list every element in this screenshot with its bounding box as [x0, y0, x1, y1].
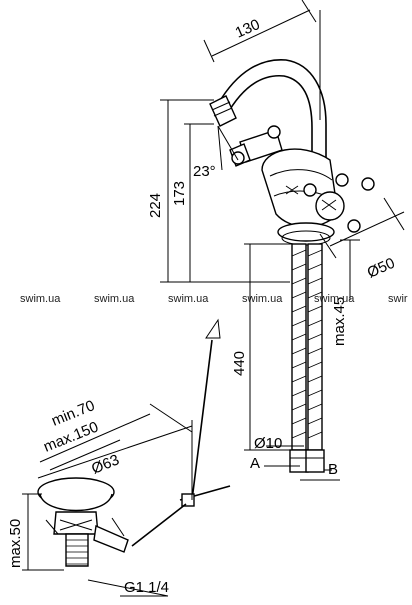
label-spout-angle: 23° — [193, 163, 216, 180]
label-height-spout: 173 — [171, 181, 188, 206]
label-hose-diameter: Ø10 — [254, 435, 282, 452]
label-height-total: 224 — [147, 193, 164, 218]
waste-plug — [37, 477, 129, 567]
label-hose-length: 440 — [231, 351, 248, 376]
watermark-1: swim.ua — [20, 293, 61, 305]
right-cross-handle — [303, 173, 375, 233]
watermark-2: swim.ua — [94, 293, 135, 305]
watermark-4: swim.ua — [242, 293, 283, 305]
watermark-3: swim.ua — [168, 293, 209, 305]
label-connector-a: A — [250, 455, 260, 472]
label-base-diameter: Ø50 — [365, 255, 398, 282]
dimension-lines-faucet — [160, 0, 405, 481]
faucet-spout — [209, 59, 327, 170]
watermark-6: swir — [388, 293, 408, 305]
label-width-top: 130 — [233, 16, 263, 42]
supply-hoses — [289, 243, 325, 473]
drain-rod — [131, 318, 231, 547]
label-max-thickness: max.45 — [331, 297, 348, 346]
label-connector-b: B — [328, 461, 338, 478]
label-waste-max: max.150 — [41, 418, 101, 455]
label-thread: G1 1/4 — [124, 579, 169, 596]
label-waste-height: max.50 — [7, 519, 24, 568]
watermark-5: swim.ua — [314, 293, 355, 305]
label-waste-diameter: Ø63 — [89, 451, 122, 477]
dimension-lines-waste — [22, 403, 193, 597]
